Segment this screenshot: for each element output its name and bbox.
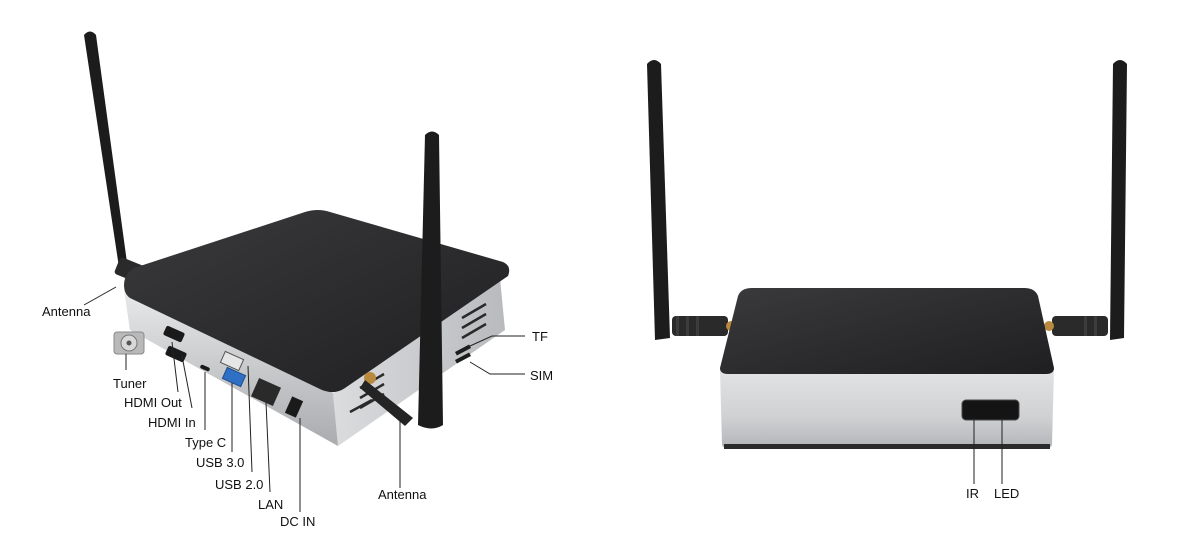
- label-tf: TF: [532, 329, 548, 344]
- label-sim: SIM: [530, 368, 553, 383]
- front-antenna-right: [1044, 60, 1127, 340]
- hdmi-in-port: [165, 346, 187, 362]
- antenna-right: [360, 131, 443, 429]
- label-led: LED: [994, 486, 1019, 501]
- rear-view-labels: Antenna Tuner HDMI Out HDMI In Type C US…: [42, 304, 553, 529]
- device-top-shell: [124, 210, 510, 393]
- label-hdmi-out: HDMI Out: [124, 395, 182, 410]
- dc-in-port: [284, 396, 304, 418]
- tuner-port: [113, 331, 145, 355]
- antenna-left: [84, 31, 152, 286]
- hdmi-out-port: [163, 326, 185, 342]
- label-ir: IR: [966, 486, 979, 501]
- tf-slot: [454, 344, 472, 356]
- label-dc-in: DC IN: [280, 514, 315, 529]
- ir-led-window: [961, 399, 1020, 421]
- label-tuner: Tuner: [113, 376, 147, 391]
- label-antenna-left: Antenna: [42, 304, 91, 319]
- label-antenna-right: Antenna: [378, 487, 427, 502]
- label-type-c: Type C: [185, 435, 226, 450]
- label-usb3: USB 3.0: [196, 455, 244, 470]
- lan-port: [250, 377, 282, 407]
- rear-view-leaders: [83, 286, 525, 512]
- sim-slot: [454, 352, 472, 364]
- front-top-shell: [720, 288, 1054, 374]
- usb2-port: [219, 350, 245, 372]
- label-hdmi-in: HDMI In: [148, 415, 196, 430]
- front-view-leaders: [973, 418, 1003, 484]
- rear-view-device: [84, 31, 510, 446]
- usb3-port: [221, 366, 247, 388]
- label-lan: LAN: [258, 497, 283, 512]
- front-view-labels: IR LED: [966, 486, 1019, 501]
- front-antenna-left: [647, 60, 736, 340]
- front-view-device: [647, 60, 1127, 449]
- label-usb2: USB 2.0: [215, 477, 263, 492]
- type-c-port: [200, 364, 210, 372]
